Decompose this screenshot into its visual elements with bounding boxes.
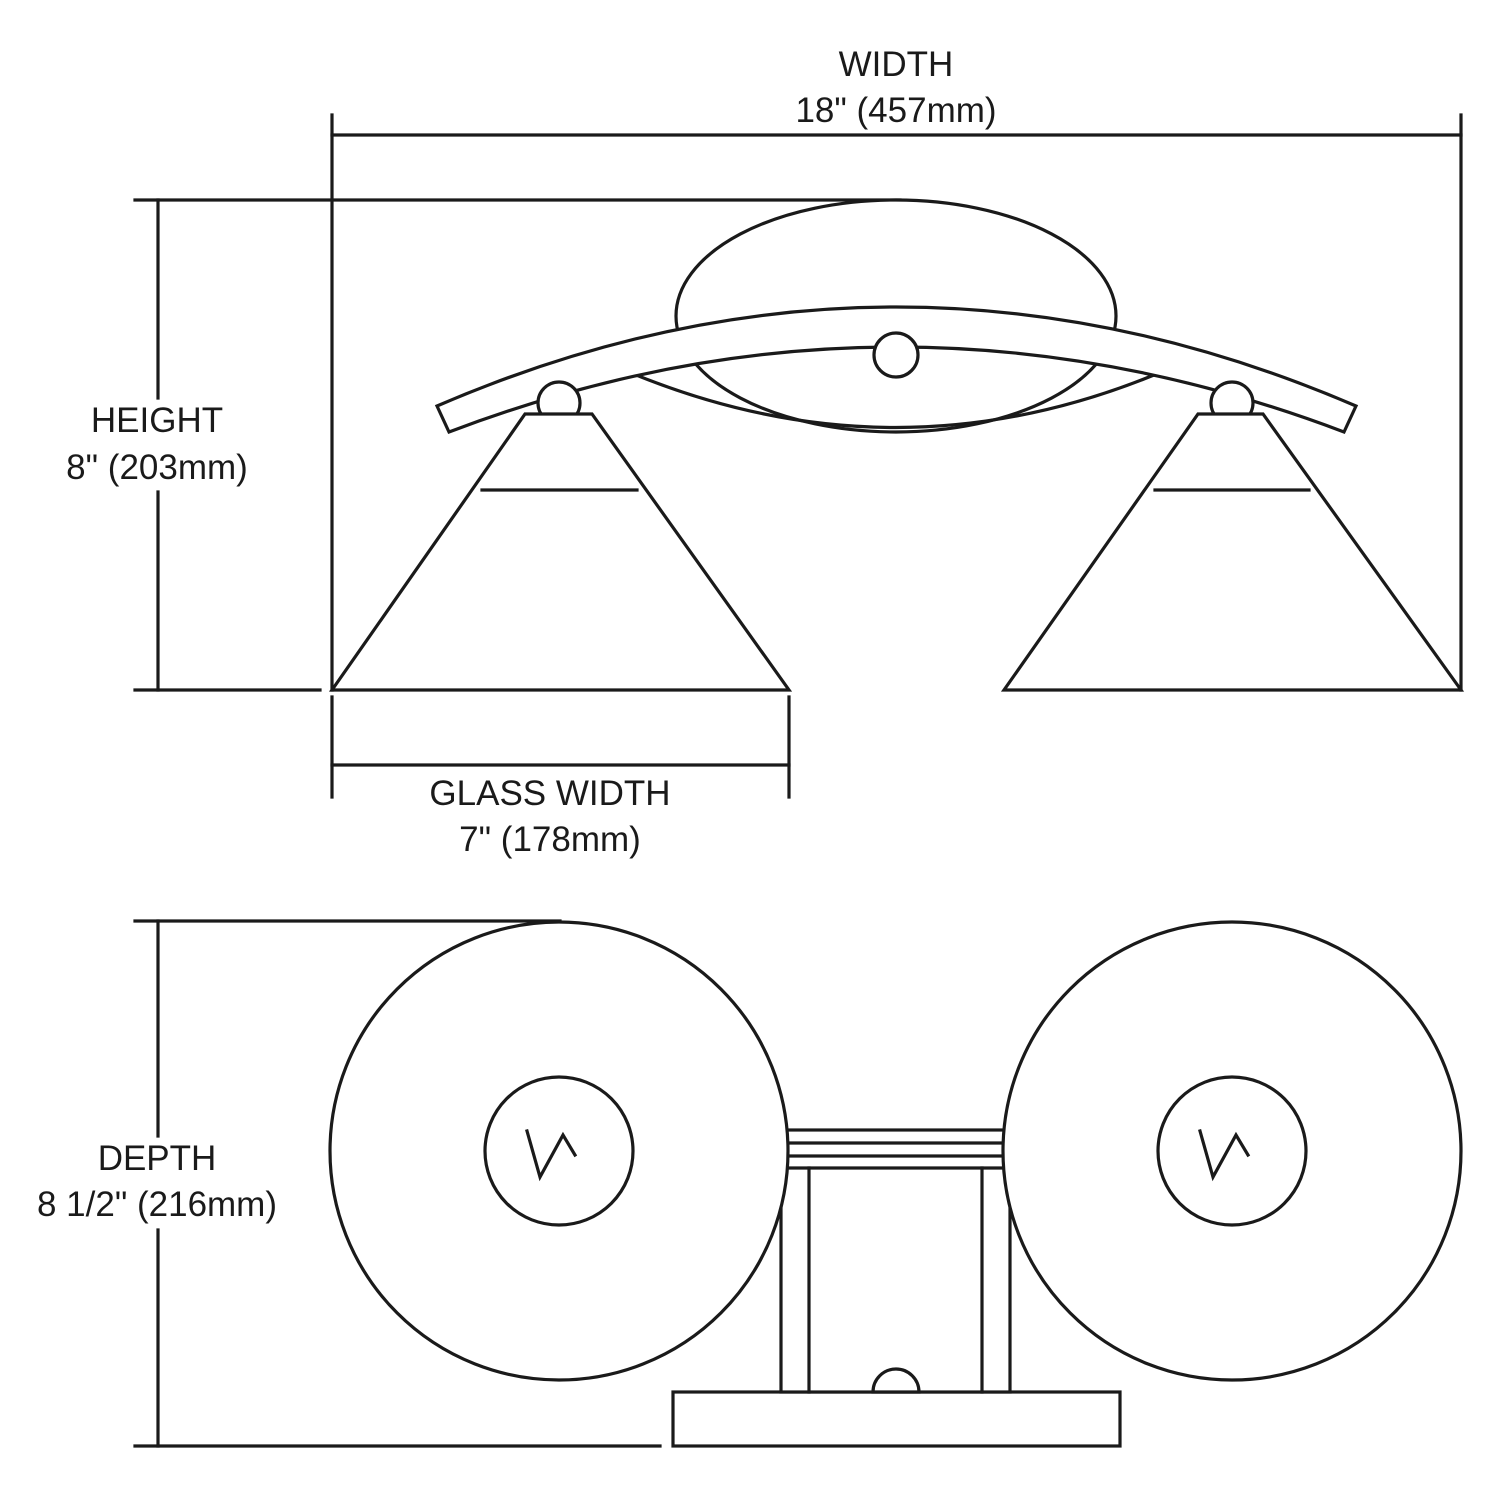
curved-arm xyxy=(434,305,1359,435)
front-view xyxy=(328,198,1465,692)
glass-width-dimension: GLASS WIDTH 7" (178mm) xyxy=(330,695,791,859)
mounting-knob-icon xyxy=(872,331,920,379)
height-value: 8" (203mm) xyxy=(66,448,248,487)
left-bulb-filament-icon xyxy=(525,1129,578,1182)
right-bulb-filament-icon xyxy=(1198,1129,1251,1182)
left-socket-top xyxy=(483,1075,635,1227)
right-shade-top xyxy=(1001,920,1463,1382)
depth-value: 8 1/2" (216mm) xyxy=(37,1185,277,1224)
top-view xyxy=(328,920,1463,1448)
glass-width-title: GLASS WIDTH xyxy=(429,774,670,813)
left-glass-shade xyxy=(328,412,793,692)
arm-body xyxy=(779,1128,1012,1394)
width-dimension: WIDTH 18" (457mm) xyxy=(330,45,1463,692)
depth-title: DEPTH xyxy=(98,1139,217,1178)
arm-lower-arc xyxy=(614,364,1176,430)
right-glass-shade xyxy=(1000,412,1465,692)
right-socket-top xyxy=(1156,1075,1308,1227)
wall-base-plate xyxy=(671,1390,1122,1448)
width-value: 18" (457mm) xyxy=(795,91,996,130)
height-title: HEIGHT xyxy=(91,401,223,440)
width-title: WIDTH xyxy=(839,45,954,84)
height-dimension: HEIGHT 8" (203mm) xyxy=(66,198,902,692)
base-knob-icon xyxy=(871,1367,921,1394)
depth-dimension: DEPTH 8 1/2" (216mm) xyxy=(37,919,662,1448)
left-shade-top xyxy=(328,920,790,1382)
glass-width-value: 7" (178mm) xyxy=(459,820,641,859)
